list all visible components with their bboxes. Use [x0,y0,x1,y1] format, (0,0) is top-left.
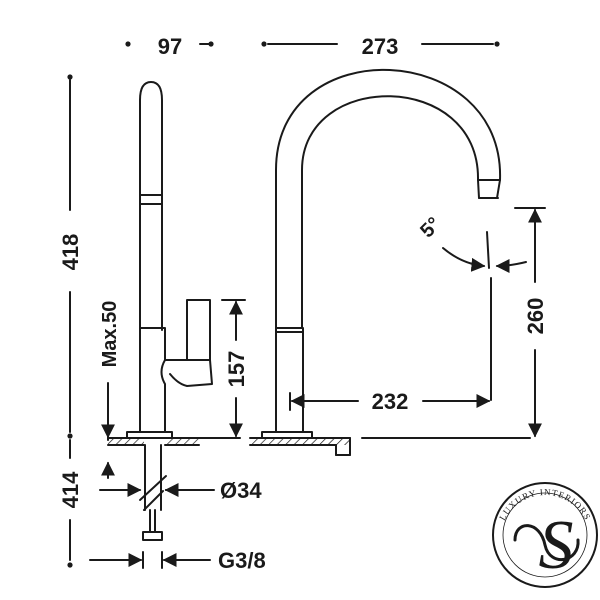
label-max50: Max.50 [99,301,121,368]
spout-height-dimension-260 [514,207,546,438]
side-view-faucet [126,81,213,439]
spout-reach-dimension-232 [289,392,491,411]
label-232: 232 [372,389,409,414]
label-g38: G3/8 [218,548,266,573]
front-view-faucet [261,68,502,439]
luxury-interiors-logo-icon: LUXURY INTERIORS S [492,482,598,588]
hose-and-connector [139,444,167,541]
label-diameter-34: Ø34 [220,478,262,503]
countertop-left [107,437,241,446]
length-dimension-414 [67,439,73,568]
label-5deg: 5° [416,213,445,242]
angle-dimension-5deg [442,231,527,401]
connection-dimension-g38 [89,551,211,569]
label-157: 157 [224,351,249,388]
width-dimension-273 [261,41,500,47]
width-dimension-97 [125,41,214,47]
label-273: 273 [362,34,399,59]
countertop-right [249,437,531,456]
lever-dimension-157 [221,299,246,438]
label-97: 97 [158,34,182,59]
label-260: 260 [523,298,548,335]
label-418: 418 [58,234,83,271]
height-dimension-418 [67,74,73,439]
label-414: 414 [58,471,83,508]
